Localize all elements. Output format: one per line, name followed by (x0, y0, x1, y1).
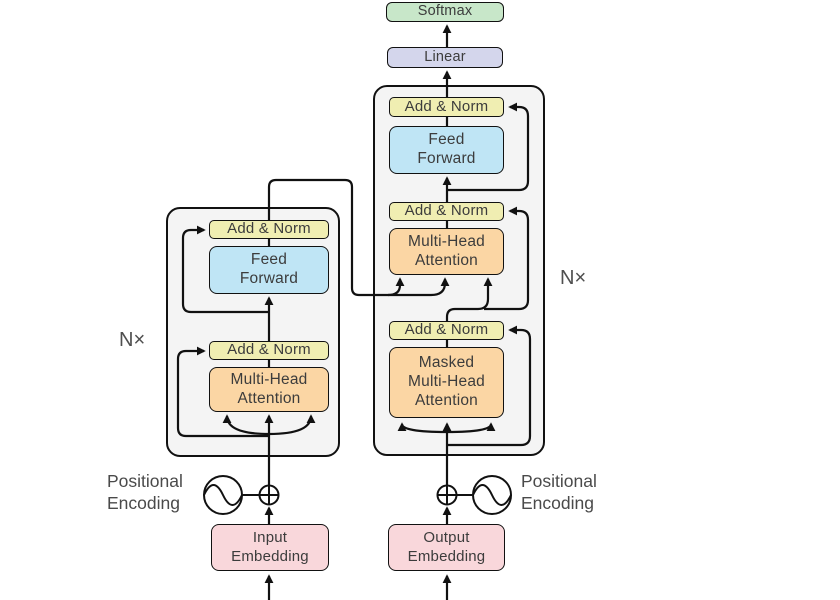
wire-encoder-fork-left (222, 414, 270, 436)
wire-decoder-residual-top (447, 102, 530, 192)
decoder-feed-forward-box: Feed Forward (389, 126, 504, 174)
decoder-multi-head-attention-box: Multi-Head Attention (389, 228, 504, 275)
encoder-add-norm-bottom-box: Add & Norm (209, 341, 329, 360)
wire-cross-attention-left-arrow (387, 277, 405, 297)
decoder-add-norm-mid-box: Add & Norm (389, 202, 504, 221)
decoder-repeat-label: N× (560, 267, 587, 289)
decoder-masked-multi-head-attention-box: Masked Multi-Head Attention (389, 347, 504, 418)
wire-masked-fork-left (397, 422, 448, 434)
wire-masked-fork-right (446, 422, 496, 434)
encoder-repeat-label: N× (119, 329, 146, 351)
positional-encoding-label-right: Positional Encoding (521, 471, 597, 513)
encoder-multi-head-attention-box: Multi-Head Attention (209, 367, 329, 412)
wire-encoder-residual-bottom (176, 346, 269, 438)
encoder-add-norm-top-box: Add & Norm (209, 220, 329, 239)
decoder-add-norm-bottom-box: Add & Norm (389, 321, 504, 340)
wire-encoder-residual-top (181, 225, 269, 314)
sine-wave-icon (203, 475, 243, 515)
wire-decoder-query-path (445, 277, 493, 321)
wire-encoder-to-decoder (267, 178, 450, 297)
positional-encoding-label-left: Positional Encoding (107, 471, 183, 513)
wire-decoder-residual-bottom (447, 325, 532, 447)
wire-decoder-residual-middle (484, 206, 530, 311)
output-embedding-box: Output Embedding (388, 524, 505, 571)
wire-encoder-fork-right (268, 414, 316, 436)
plus-circle-icon (436, 484, 458, 506)
sine-wave-icon (472, 475, 512, 515)
plus-circle-icon (258, 484, 280, 506)
linear-box: Linear (387, 47, 503, 68)
input-embedding-box: Input Embedding (211, 524, 329, 571)
softmax-box: Softmax (386, 2, 504, 22)
encoder-feed-forward-box: Feed Forward (209, 246, 329, 294)
decoder-add-norm-top-box: Add & Norm (389, 97, 504, 117)
